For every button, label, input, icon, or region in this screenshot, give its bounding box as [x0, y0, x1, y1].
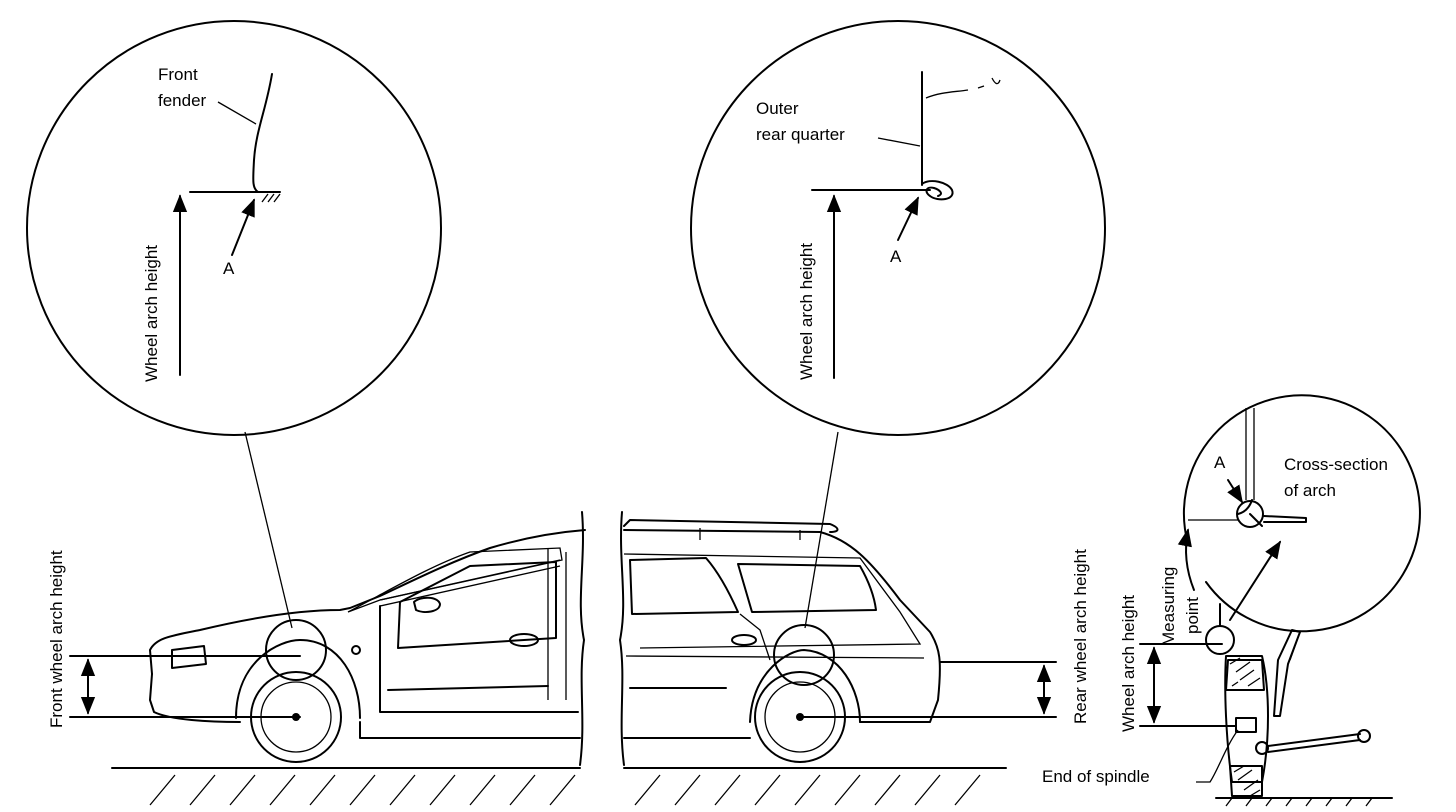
outer-rear-quarter-label-line2: rear quarter [756, 125, 845, 144]
car-front-half [149, 511, 586, 766]
wheel-arch-height-label-rear: Wheel arch height [797, 243, 816, 380]
front-wheel-arch-height-label: Front wheel arch height [47, 550, 66, 728]
cross-section-label-line1: Cross-section [1284, 455, 1388, 474]
rear-break-line [619, 511, 625, 766]
rear-leader-line [804, 431, 839, 629]
rear-detail-circle: Outer rear quarter A Wheel arch height [690, 20, 1106, 436]
car-rear-half [619, 511, 941, 766]
ground-front [111, 767, 581, 806]
point-a-arrow [231, 198, 255, 256]
measuring-point-label-line2: point [1183, 597, 1202, 634]
zoom-arrow [1229, 540, 1281, 621]
wheel-arch-height-label-inset: Wheel arch height [1119, 595, 1138, 732]
front-measure-zone [265, 619, 327, 681]
front-break-line [579, 511, 585, 766]
point-a-arrow-rear [897, 196, 919, 241]
rear-seam-detail [921, 180, 954, 201]
end-of-spindle-label: End of spindle [1042, 767, 1150, 786]
point-a-label-rear: A [890, 247, 902, 266]
front-leader-line [244, 431, 293, 629]
cross-section-label-line2: of arch [1284, 481, 1336, 500]
cross-section-inset: A Cross-section of arch Measuring point [1159, 394, 1421, 646]
front-fender-label-line1: Front [158, 65, 198, 84]
front-fender-label-line2: fender [158, 91, 207, 110]
rear-wheel-arch-height-label: Rear wheel arch height [1071, 549, 1090, 724]
ground-rear [623, 767, 1007, 806]
wheel-arch-height-label-front: Wheel arch height [142, 245, 161, 382]
measuring-point-label-line1: Measuring [1159, 567, 1178, 646]
rear-measure-zone [773, 624, 835, 686]
front-detail-circle: Front fender A Wheel arch height [26, 20, 442, 436]
outer-rear-quarter-label-line1: Outer [756, 99, 799, 118]
wheel-section-view: Wheel arch height End of spindle [1042, 595, 1393, 807]
cross-section-circle [1183, 394, 1421, 633]
front-fender-outline [252, 73, 273, 193]
point-a-arrow-inset [1227, 479, 1243, 504]
point-a-label: A [223, 259, 235, 278]
rear-height-dimension: Rear wheel arch height [799, 549, 1090, 724]
measuring-point-arrow [1177, 528, 1195, 591]
point-a-label-inset: A [1214, 453, 1226, 472]
front-height-dimension: Front wheel arch height [47, 550, 301, 728]
